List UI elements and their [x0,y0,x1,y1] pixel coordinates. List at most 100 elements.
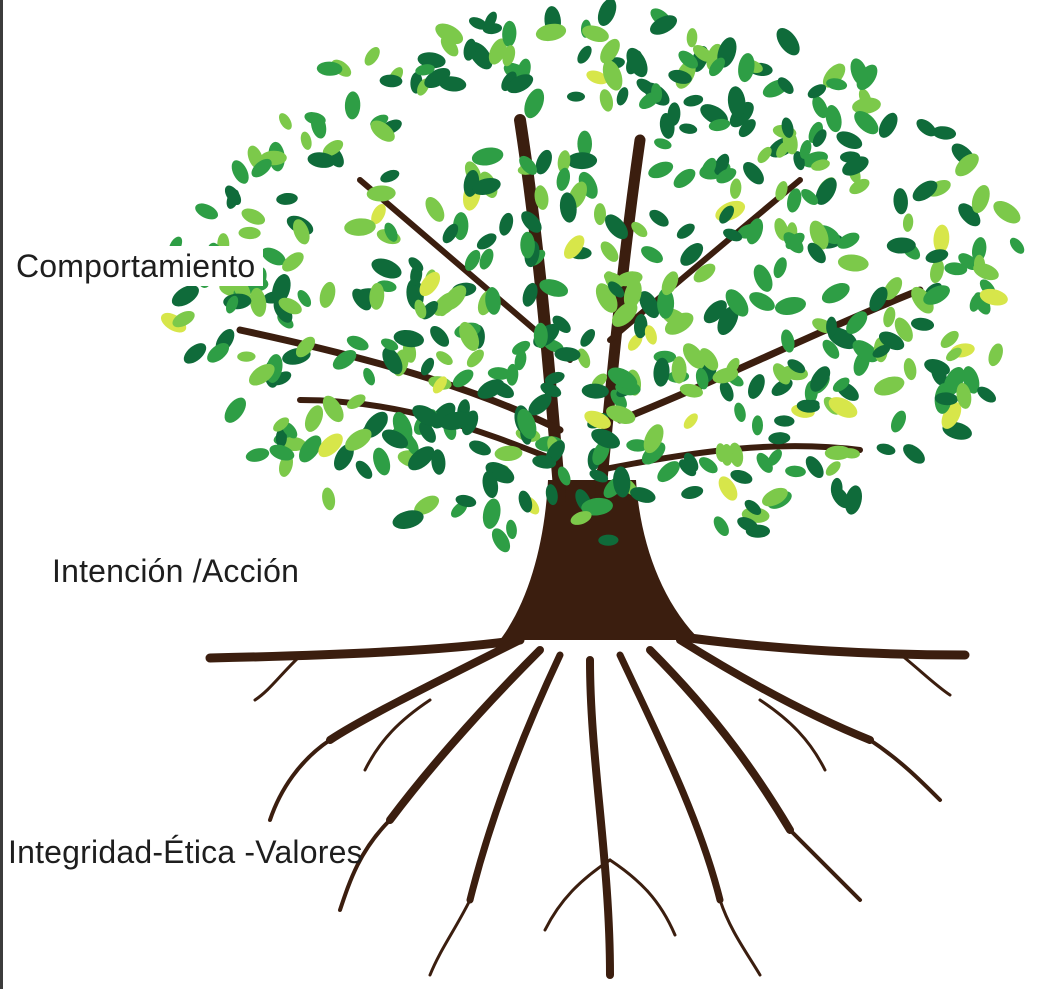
leaf [672,356,687,383]
leaf [361,366,378,387]
root-strand [650,650,790,830]
leaf [819,279,853,308]
leaf [834,128,865,153]
root-strand [430,900,470,975]
leaf [426,323,452,351]
leaf [594,0,620,29]
leaf [317,280,338,309]
leaf [470,145,504,168]
root-strand [790,830,860,900]
root-strand [590,660,610,975]
root-strand [900,654,950,695]
leaf [772,24,804,60]
leaf [497,211,516,237]
leaf [682,93,704,108]
leaf [480,497,503,530]
leaf [520,86,548,121]
leaf [534,21,567,43]
leaf [567,152,598,169]
leaf [771,256,789,280]
leaf [577,326,598,349]
leaf [835,229,862,252]
leaf [474,230,499,253]
leaf [902,357,918,381]
root-strand [470,655,560,900]
leaf [370,446,393,478]
leaf [180,339,210,367]
leaf [875,442,896,457]
leaf [344,91,360,120]
root-strand [720,900,760,975]
leaf [752,415,763,435]
leaf [238,227,260,240]
leaf [732,401,747,423]
leaf [696,454,720,477]
leaf [378,167,401,185]
leaf [301,403,326,435]
leaf [678,122,698,135]
leaf [362,44,383,68]
leaf [646,207,671,230]
root-strand [390,650,540,820]
leaf [467,437,493,458]
root-strand [690,638,965,655]
leaf [872,373,907,399]
leaf [674,221,697,242]
leaf [888,408,909,434]
leaf [670,165,699,192]
tree-canopy [158,0,1027,555]
root-strand [255,656,300,700]
leaf [567,92,585,102]
leaf [239,205,267,228]
leaf [422,194,449,225]
leaf [823,459,843,479]
leaf [910,317,935,333]
leaf [555,167,572,193]
root-strand [610,860,675,935]
leaf [729,178,742,199]
leaf [369,255,405,283]
leaf [276,111,294,132]
leaf [802,453,827,481]
leaf [598,88,615,113]
leaf [900,440,929,467]
leaf [220,394,250,427]
leaf [739,158,768,188]
leaf [681,411,700,432]
leaf [320,486,336,511]
root-strand [870,740,940,800]
leaf [653,136,673,151]
leaf [244,446,270,464]
leaf [893,188,909,215]
label-comportamiento: Comportamiento [12,246,263,286]
leaf [622,44,652,80]
tree-roots [210,638,965,975]
leaf [228,158,252,187]
leaf [989,196,1024,228]
leaf [353,458,376,482]
leaf [711,514,733,539]
leaf [902,213,914,232]
leaf [875,110,901,141]
leaf [319,392,348,426]
leaf [597,238,622,265]
leaf [237,351,256,362]
leaf [745,372,768,402]
leaf [638,243,666,267]
leaf [768,432,791,445]
leaf [1007,235,1027,256]
leaf [686,28,698,48]
leaf [986,342,1006,369]
leaf [750,262,776,295]
leaf [785,465,807,478]
leaf [193,200,221,222]
root-strand [620,655,720,900]
leaf [746,288,778,314]
leaf [434,348,456,367]
leaf [646,158,676,181]
root-strand [210,640,520,658]
root-strand [760,700,825,770]
leaf [773,295,807,318]
leaf [774,415,795,427]
